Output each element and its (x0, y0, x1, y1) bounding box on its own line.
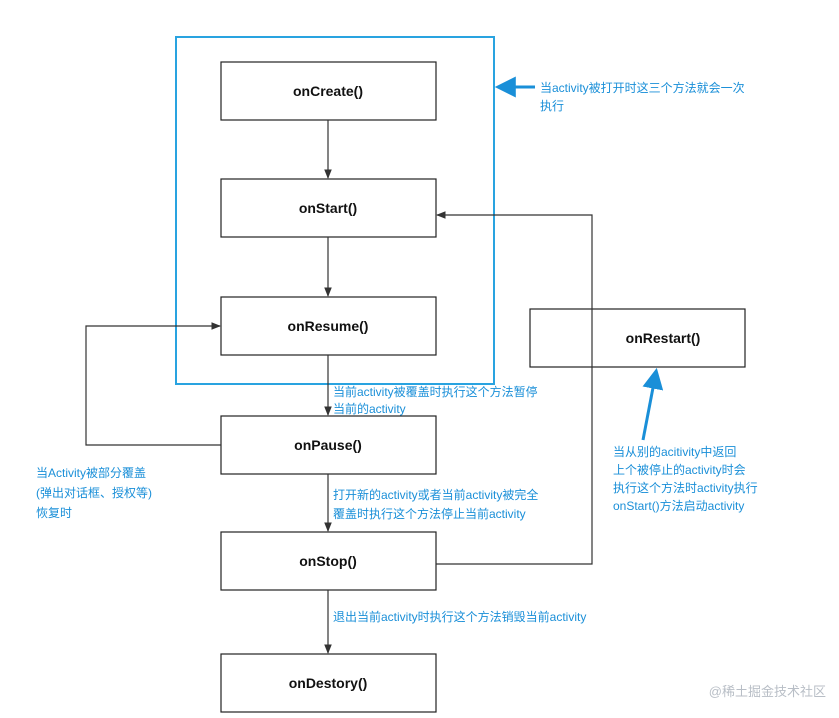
node-oncreate-label: onCreate() (293, 83, 363, 99)
node-onpause-label: onPause() (294, 437, 362, 453)
node-onrestart-label: onRestart() (626, 330, 701, 346)
node-ondestory: onDestory() (220, 653, 437, 713)
node-onresume-label: onResume() (288, 318, 369, 334)
annotation-stop: 打开新的activity或者当前activity被完全 覆盖时执行这个方法停止当… (333, 487, 542, 521)
annotation-partial-cover: 当Activity被部分覆盖 (弹出对话框、授权等) 恢复时 (36, 465, 155, 520)
annotation-visible-group: 当activity被打开时这三个方法就会一次 执行 (540, 80, 748, 113)
node-onstop: onStop() (220, 531, 437, 591)
node-onstart-label: onStart() (299, 200, 357, 216)
node-onstop-label: onStop() (299, 553, 357, 569)
arrow-stop-to-restart-to-start (436, 211, 593, 565)
annotation-destroy: 退出当前activity时执行这个方法销毁当前activity (333, 609, 586, 624)
node-onpause: onPause() (220, 415, 437, 475)
annotation-restart: 当从别的acitivity中返回 上个被停止的activity时会 执行这个方法… (613, 444, 761, 513)
visible-lifecycle-group (175, 36, 495, 385)
node-ondestory-label: onDestory() (289, 675, 368, 691)
watermark-text: @稀土掘金技术社区 (709, 684, 826, 699)
node-onresume: onResume() (220, 296, 437, 356)
annotation-pause: 当前activity被覆盖时执行这个方法暂停 当前的activity (333, 384, 541, 416)
node-oncreate: onCreate() (220, 61, 437, 121)
arrow-pause-back-to-resume (85, 322, 221, 446)
node-onstart: onStart() (220, 178, 437, 238)
pointer-arrow-restart (641, 367, 664, 441)
node-onrestart: onRestart() (529, 308, 746, 368)
